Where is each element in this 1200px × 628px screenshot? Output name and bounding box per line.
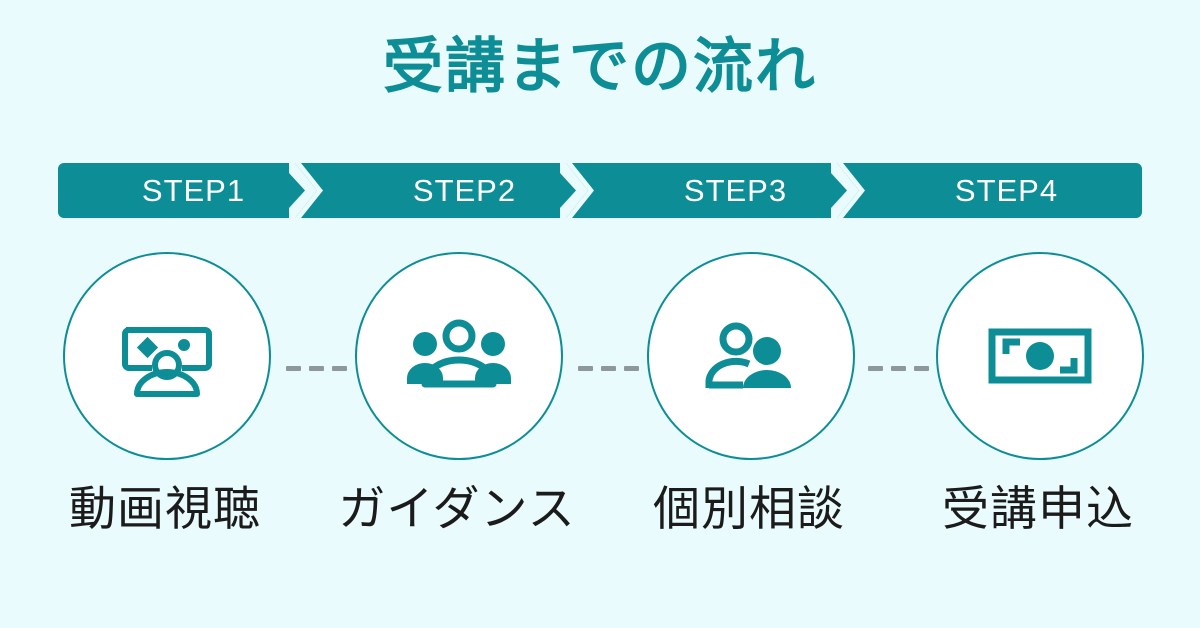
dash-segment [601,365,616,371]
chevron-right-icon [831,163,871,218]
step-label-2: STEP2 [412,172,517,208]
dash-segment [891,365,906,371]
dash-segment [332,365,347,371]
dash-segment [309,365,324,371]
dashed-line-icon [868,364,929,372]
step-icons-row [0,252,1200,460]
dashed-line-icon [286,364,347,372]
step-label-1: STEP1 [141,172,246,208]
step-label-3: STEP3 [683,172,788,208]
step-cell-2[interactable]: STEP2 [329,163,600,218]
chevron-right-icon [289,163,329,218]
step-banner: STEP1 STEP2 STEP3 STEP4 [58,163,1142,218]
step-cell-1[interactable]: STEP1 [58,163,329,218]
step-icon-circle-3[interactable] [647,252,855,460]
page-title: 受講までの流れ [383,33,817,100]
step-cell-4[interactable]: STEP4 [871,163,1142,218]
dash-segment [624,365,639,371]
step-name-2: ガイダンス [338,482,576,535]
monitor-person-icon [122,326,212,397]
group-people-icon [407,319,511,388]
step-labels-row: 動画視聴 ガイダンス 個別相談 受講申込 [0,482,1200,546]
step-name-1: 動画視聴 [69,482,261,535]
dash-segment [914,365,929,371]
step-cell-3[interactable]: STEP3 [600,163,871,218]
dashed-line-icon [578,364,639,372]
dash-segment [286,365,301,371]
two-people-icon [705,322,791,389]
dash-segment [868,365,883,371]
chevron-right-icon [560,163,600,218]
step-icon-circle-1[interactable] [63,252,271,460]
step-name-3: 個別相談 [653,482,845,535]
step-icon-circle-4[interactable] [936,252,1144,460]
step-name-4: 受講申込 [942,482,1134,535]
step-label-4: STEP4 [954,172,1059,208]
dash-segment [578,365,593,371]
banknote-icon [988,328,1092,384]
step-icon-circle-2[interactable] [355,252,563,460]
